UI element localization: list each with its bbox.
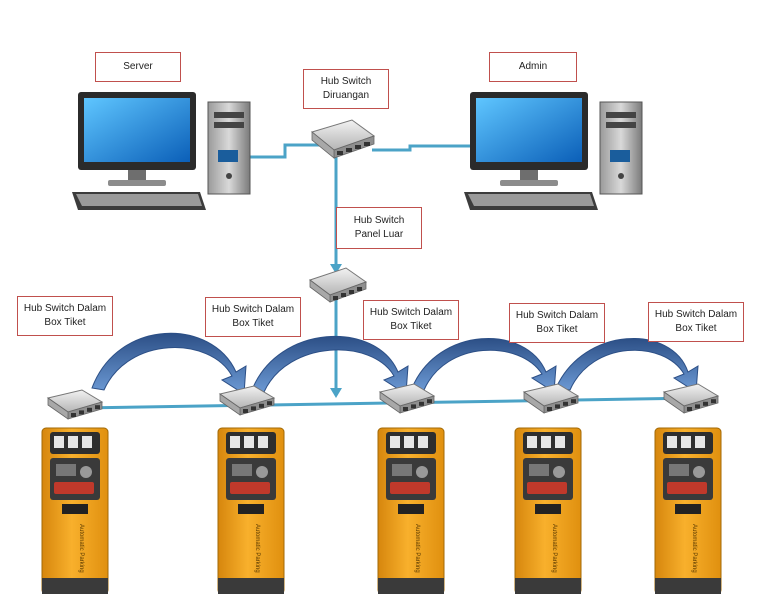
server-computer-icon [72,92,251,210]
parking-ticket-machine-icon: Automatic Parking [654,427,722,594]
cable-server-to-hub [250,143,320,159]
box-link-arrows [91,332,699,395]
cable-hub-to-admin [372,144,470,152]
machine-side-text: Automatic Parking [78,524,84,573]
label-admin: Admin [489,52,577,82]
cable-arrowhead-panel [330,264,342,274]
hub-switch-box-icon [522,383,580,414]
parking-ticket-machine-icon: Automatic Parking [217,427,285,594]
curved-arrow-1 [91,332,247,395]
parking-ticket-machine-icon: Automatic Parking [514,427,582,594]
label-server: Server [95,52,181,82]
hub-switch-box-icon [378,383,436,414]
label-hub-box-1: Hub Switch Dalam Box Tiket [17,296,113,336]
label-hub-box-4: Hub Switch Dalam Box Tiket [509,303,605,343]
cable-arrowhead-bus [330,388,342,398]
hub-switch-panel-icon [308,267,368,303]
label-hub-switch-ruangan: Hub Switch Diruangan [303,69,389,109]
parking-ticket-machine-icon: Automatic Parking [41,427,109,594]
curved-arrow-3 [411,337,557,393]
label-hub-box-2: Hub Switch Dalam Box Tiket [205,297,301,337]
parking-machines: Automatic Parking Automatic Parking Automa… [41,427,722,594]
hub-switch-box-icon [662,383,720,414]
machine-side-text: Automatic Parking [691,524,697,573]
hub-switch-box-icon [218,385,276,416]
machine-side-text: Automatic Parking [414,524,420,573]
label-hub-box-5: Hub Switch Dalam Box Tiket [648,302,744,342]
curved-arrow-2 [251,335,409,395]
curved-arrow-4 [555,337,699,393]
hub-switch-box-icon [46,389,104,420]
machine-side-text: Automatic Parking [551,524,557,573]
admin-computer-icon [464,92,643,210]
box-switches [46,383,720,420]
label-hub-box-3: Hub Switch Dalam Box Tiket [363,300,459,340]
parking-ticket-machine-icon: Automatic Parking [377,427,445,594]
hub-switch-ruangan-icon [310,119,376,159]
machine-side-text: Automatic Parking [254,524,260,573]
label-hub-switch-panel-luar: Hub Switch Panel Luar [336,207,422,249]
